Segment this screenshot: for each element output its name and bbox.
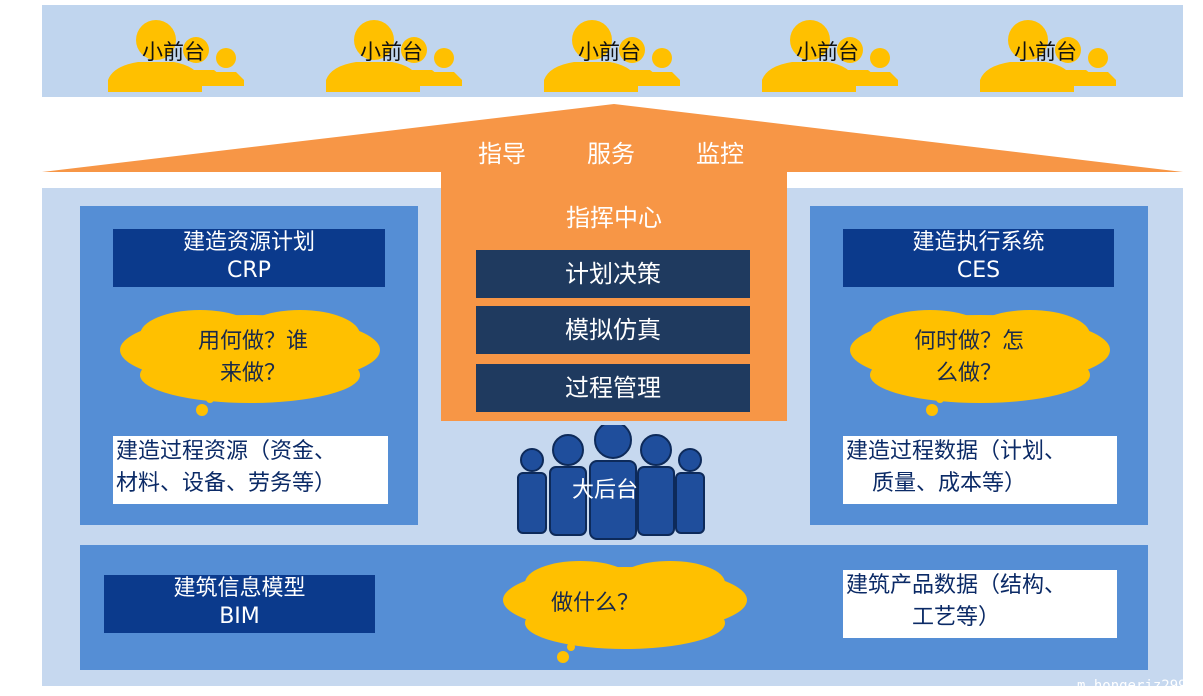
front-desk-2: 小前台 bbox=[544, 12, 684, 93]
arrow-label-guide: 指导 bbox=[478, 140, 526, 168]
cloud-icon bbox=[850, 310, 1110, 416]
center-item-process: 过程管理 bbox=[476, 364, 750, 412]
command-center-title: 指挥中心 bbox=[566, 204, 662, 232]
people-icon bbox=[108, 20, 244, 93]
back-office-label: 大后台 bbox=[572, 478, 639, 503]
people-icon bbox=[326, 20, 462, 93]
crp-resources: 建造过程资源（资金、材料、设备、劳务等） bbox=[113, 436, 388, 504]
front-desk-label: 小前台 bbox=[360, 40, 423, 64]
front-desk-3: 小前台 bbox=[762, 12, 902, 93]
people-icon bbox=[762, 20, 898, 93]
front-desk-4: 小前台 bbox=[980, 12, 1120, 93]
front-desk-1: 小前台 bbox=[326, 12, 466, 93]
center-item-plan: 计划决策 bbox=[476, 250, 750, 298]
front-desk-label: 小前台 bbox=[142, 40, 205, 64]
arrow-label-service: 服务 bbox=[587, 140, 635, 168]
ces-data: 建造过程数据（计划、质量、成本等） bbox=[843, 436, 1117, 504]
bim-question: 做什么？ bbox=[550, 591, 639, 616]
front-desk-label: 小前台 bbox=[1014, 40, 1077, 64]
front-desk-0: 小前台 bbox=[108, 12, 248, 93]
people-icon bbox=[544, 20, 680, 93]
people-icon bbox=[980, 20, 1116, 93]
front-desk-label: 小前台 bbox=[578, 40, 641, 64]
ces-question: 何时做？怎么做？ bbox=[913, 329, 1024, 386]
arrow-label-monitor: 监控 bbox=[696, 140, 744, 168]
crp-question: 用何做？谁来做？ bbox=[197, 329, 308, 386]
watermark: m.hongerjz299. bbox=[1076, 678, 1195, 694]
team-icon bbox=[517, 425, 705, 540]
center-item-sim: 模拟仿真 bbox=[476, 306, 750, 354]
front-desk-label: 小前台 bbox=[796, 40, 859, 64]
cloud-icon bbox=[503, 561, 747, 663]
bim-data: 建筑产品数据（结构、工艺等） bbox=[843, 570, 1117, 638]
cloud-icon bbox=[120, 310, 380, 416]
